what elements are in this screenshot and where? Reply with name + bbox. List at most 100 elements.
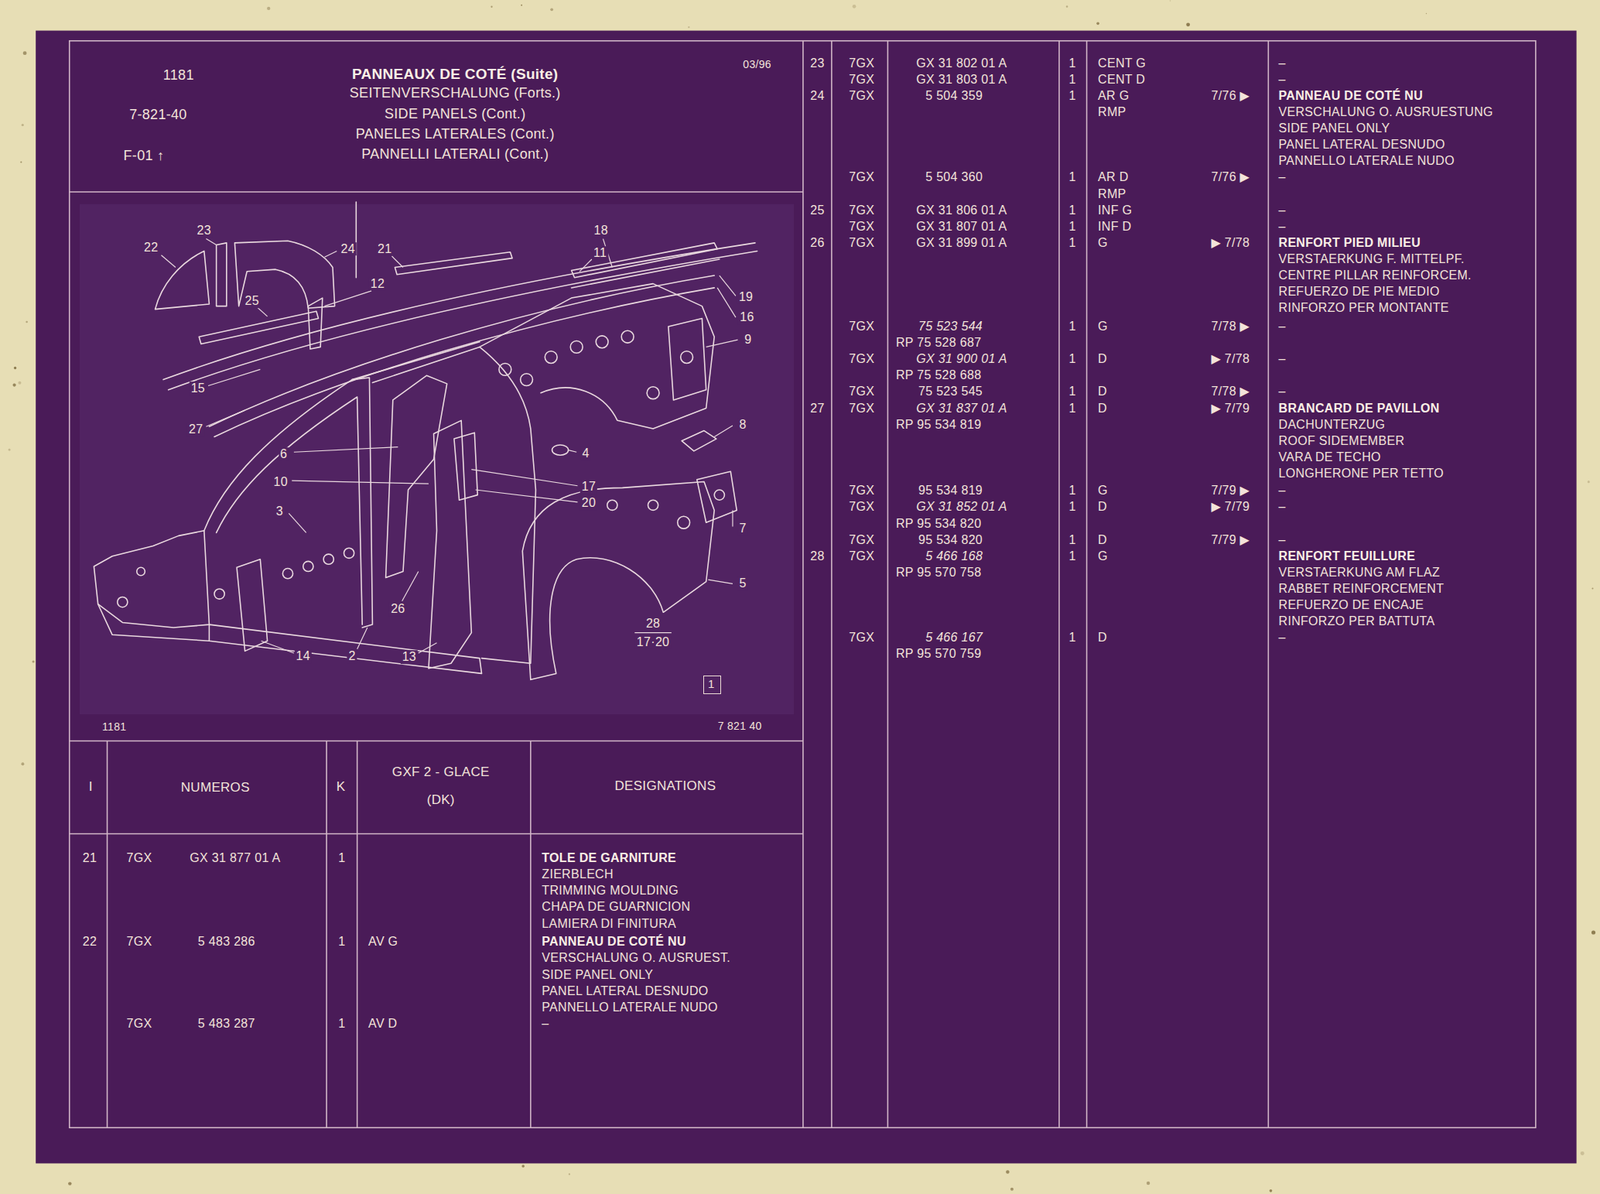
- table-cell: 1: [1069, 533, 1077, 548]
- leader-line: [261, 640, 295, 653]
- designation-text: VERSTAERKUNG F. MITTELPF.: [1278, 252, 1465, 267]
- speckles: [687, 26, 690, 28]
- designation-text: SIDE PANEL ONLY: [541, 967, 653, 982]
- car-body-illustration: [479, 283, 715, 429]
- table-cell: 7/78 ▶: [1211, 385, 1251, 400]
- table-rule: [831, 41, 1269, 1129]
- table-cell: 1: [1069, 484, 1077, 499]
- table-cell: ▶ 7/79: [1211, 401, 1251, 416]
- table-cell: G: [1097, 549, 1108, 564]
- speckles: [1425, 13, 1427, 14]
- table-cell: 1: [338, 1016, 346, 1031]
- column-heading: K: [336, 779, 346, 795]
- car-body-illustration: [216, 396, 363, 625]
- callout-number: 17·20: [635, 635, 671, 650]
- table-cell: 7GX: [848, 500, 875, 515]
- designation-text: –: [1278, 631, 1286, 646]
- leader-line: [714, 425, 733, 438]
- leader-line: [717, 287, 736, 318]
- callout-number: 21: [376, 242, 394, 257]
- callout-number: 14: [294, 649, 312, 664]
- car-body-illustration: [668, 317, 707, 400]
- callout-number: 27: [187, 422, 205, 437]
- designation-text: BRANCARD DE PAVILLON: [1278, 401, 1440, 416]
- designation-text: –: [1278, 500, 1286, 515]
- car-body-illustration: [198, 311, 318, 344]
- leader-line: [357, 627, 368, 650]
- table-cell: 1: [1069, 549, 1077, 564]
- callout-number: 23: [195, 223, 213, 238]
- speckles: [1005, 1169, 1009, 1173]
- table-cell: 95 534 820: [918, 533, 983, 548]
- table-cell: ▶ 7/78: [1211, 235, 1251, 250]
- callout-number: 26: [389, 602, 407, 617]
- table-cell: GX 31 877 01 A: [189, 851, 281, 865]
- table-cell: 7GX: [848, 219, 875, 234]
- car-body-illustration: [372, 346, 536, 664]
- table-cell: 1: [1069, 401, 1077, 416]
- car-body-illustration: [697, 471, 737, 523]
- callout-number: 5: [738, 577, 749, 592]
- table-cell: 1: [1069, 352, 1077, 366]
- speckles: [32, 659, 35, 663]
- column-heading: NUMEROS: [181, 780, 250, 796]
- callout-number: 7: [738, 521, 749, 536]
- leader-line: [402, 571, 419, 602]
- designation-text: VERSCHALUNG O. AUSRUESTUNG: [1278, 105, 1494, 120]
- speckles: [521, 1164, 525, 1168]
- car-body-illustration: [117, 597, 128, 608]
- table-cell: GX 31 852 01 A: [916, 500, 1007, 515]
- speckles: [25, 321, 28, 324]
- table-cell: 1: [1069, 235, 1077, 250]
- leader-line: [475, 489, 578, 503]
- car-body-illustration: [570, 340, 583, 353]
- designation-text: REFUERZO DE ENCAJE: [1278, 598, 1425, 612]
- table-cell: 21: [82, 851, 97, 865]
- table-cell: 7GX: [848, 72, 875, 87]
- table-cell: 5 504 360: [925, 170, 983, 185]
- callout-number: 20: [580, 495, 598, 510]
- fiche-ground: [35, 30, 1577, 1164]
- speckles: [1591, 929, 1596, 934]
- table-cell: G: [1097, 319, 1108, 334]
- table-cell: RMP: [1097, 187, 1126, 202]
- callout-number: 19: [737, 290, 755, 305]
- table-cell: 75 523 544: [918, 319, 983, 334]
- table-cell: 1: [1069, 56, 1077, 71]
- table-cell: RP 75 528 687: [895, 335, 982, 350]
- leader-line: [471, 469, 578, 486]
- header-text: PANNELLI LATERALI (Cont.): [361, 147, 549, 164]
- callout-number: 11: [591, 246, 609, 260]
- table-cell: 1: [1069, 219, 1077, 234]
- table-cell: 7GX: [848, 88, 875, 103]
- table-cell: 7GX: [848, 203, 875, 218]
- car-body-illustration: [234, 240, 335, 308]
- table-cell: 1: [1069, 500, 1077, 515]
- callout-number: 28: [644, 616, 662, 631]
- table-cell: 7GX: [848, 352, 875, 366]
- table-cell: D: [1097, 500, 1108, 515]
- table-cell: 7/76 ▶: [1211, 170, 1251, 185]
- table-cell: 1: [1069, 385, 1077, 400]
- designation-text: RABBET REINFORCEMENT: [1278, 581, 1445, 596]
- designation-text: TOLE DE GARNITURE: [541, 851, 677, 865]
- speckles: [1269, 1189, 1273, 1193]
- car-body-illustration: [571, 259, 720, 288]
- fiche-reference: 7 821 40: [717, 720, 763, 732]
- speckles: [17, 381, 21, 385]
- leader-line: [579, 259, 592, 272]
- callout-number: 6: [278, 447, 289, 462]
- table-cell: AV G: [368, 935, 398, 950]
- table-cell: 7GX: [126, 851, 153, 865]
- car-body-illustration: [352, 377, 373, 628]
- designation-text: VERSCHALUNG O. AUSRUEST.: [541, 951, 731, 966]
- table-cell: 7GX: [126, 1016, 153, 1031]
- designation-text: –: [1278, 203, 1286, 218]
- header-text: 1181: [163, 68, 195, 84]
- car-body-illustration: [214, 588, 225, 599]
- table-cell: G: [1097, 235, 1108, 250]
- designation-text: REFUERZO DE PIE MEDIO: [1278, 284, 1440, 299]
- table-cell: 5 466 168: [925, 549, 983, 564]
- table-rule: [69, 41, 804, 1129]
- table-cell: 5 483 286: [198, 935, 256, 950]
